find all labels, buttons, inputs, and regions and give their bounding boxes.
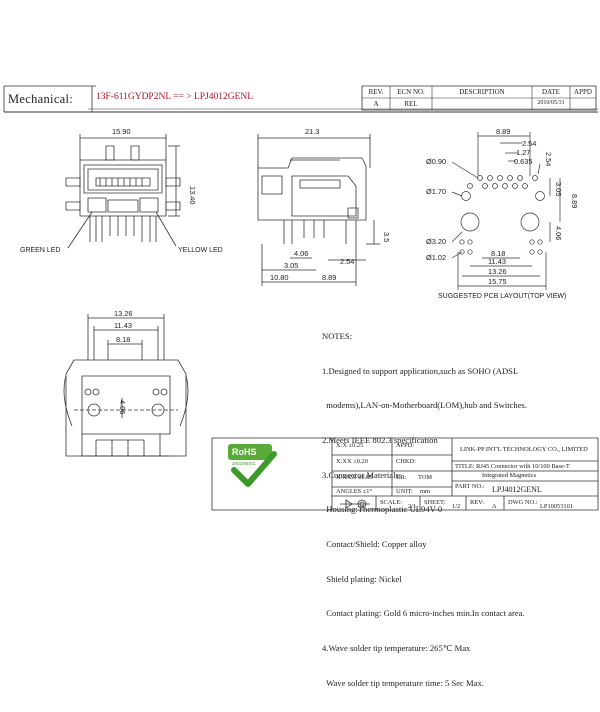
bottom-view-drawing: 13.26 11.43 8.18 4.06 (0, 309, 600, 600)
front-width-dim: 15.90 (112, 127, 131, 136)
pcb-dim-right-8-89: 8.89 (570, 194, 579, 208)
part-number-mapping: 13F-611GYDP2NL == > LPJ4012GENL (96, 92, 254, 102)
rohs-badge (228, 444, 274, 484)
hole-dia-1-02: Ø1.02 (426, 253, 446, 262)
unit-label: UNIT: (396, 488, 413, 495)
pcb-dim-2-54: 2.54 (522, 139, 536, 148)
scale-value: 2/1 (408, 503, 417, 510)
title-line-2: Integrated Magnetics (482, 472, 537, 479)
chkd-label: CHKD: (396, 458, 416, 465)
dwg-no-label: DWG NO.: (508, 499, 538, 506)
tolerance-x: X:X ±0.25 (336, 442, 364, 449)
part-no-value: LPJ4012GENL (492, 485, 542, 494)
appd-col-header: APPD (574, 88, 592, 96)
ecn-col-header: ECN NO. (397, 88, 425, 96)
side-view-drawing: 21.3 3.5 4.06 2.54 3.05 10.80 8.89 (0, 127, 391, 600)
sheet-value: 1/2 (452, 503, 461, 510)
bottom-dim-13-26: 13.26 (114, 309, 133, 318)
yellow-led-label: YELLOW LED (178, 247, 223, 254)
note-line: Shield plating: Nickel (322, 573, 402, 584)
side-dim-3-05: 3.05 (284, 261, 298, 270)
note-line: 4.Wave solder tip temperature: 265℃ Max (322, 642, 471, 653)
note-line: 2.Meets IEEE 802.3 specification (322, 435, 438, 446)
pcb-dim-4-06: 4.06 (554, 226, 563, 240)
note-line: 1.Designed to support application,such a… (322, 365, 519, 376)
note-line: Wave solder tip temperature time: 5 Sec … (322, 677, 484, 688)
tolerance-xxx: X:XXX ±0.05 (336, 474, 373, 481)
side-length-dim: 21.3 (305, 127, 319, 136)
title-block-frame: RoHS 2002/95/EC (0, 0, 600, 600)
note-line: Contact/Shield: Copper alloy (322, 538, 427, 549)
note-line: Housing:Thermoplastic UL94V-0 (322, 504, 443, 515)
dr-label: DR: (396, 474, 407, 481)
dwg-no-value: LP10053101 (540, 503, 574, 510)
pcb-dim-0-635: 0.635 (514, 157, 533, 166)
note-line: 3.Connector Materials: (322, 469, 402, 480)
pcb-dim-8-18: 8.18 (491, 249, 505, 258)
side-dim-3-5: 3.5 (382, 232, 391, 242)
pcb-layout-drawing: 8.89 2.54 1.27 0.635 2.54 3.05 8.89 4.06… (426, 127, 579, 300)
rohs-badge-sub: 2002/95/EC (232, 461, 257, 466)
rohs-badge-text: RoHS (232, 447, 257, 457)
side-dim-8-89: 8.89 (322, 273, 336, 282)
pcb-dim-top-8-89: 8.89 (496, 127, 510, 136)
front-height-dim: 13.40 (188, 186, 197, 205)
drawing-sheet: Mechanical: 13F-611GYDP2NL == > LPJ4012G… (0, 0, 600, 688)
rev-value-block: A (492, 503, 497, 510)
notes-heading: NOTES: (322, 331, 353, 342)
green-led-label: GREEN LED (20, 247, 60, 254)
hole-dia-1-70: Ø1.70 (426, 187, 446, 196)
date-col-header: DATE (542, 88, 560, 96)
bottom-dim-11-43: 11.43 (114, 321, 132, 330)
hole-dia-0-90: Ø0.90 (426, 157, 446, 166)
mechanical-label: Mechanical: (8, 92, 74, 106)
pcb-dim-3-05: 3.05 (554, 182, 563, 196)
side-dim-2-54: 2.54 (340, 257, 354, 266)
dr-value: TOM (418, 474, 433, 481)
appd-label: APPD: (396, 442, 415, 449)
side-dim-10-80: 10.80 (270, 273, 289, 282)
scale-label: SCALE: (380, 499, 403, 506)
date-value: 2010/05/31 (537, 100, 565, 106)
company-name: LINK-PP INT'L TECHNOLOGY CO., LIMITED (460, 446, 588, 453)
pcb-layout-caption: SUGGESTED PCB LAYOUT(TOP VIEW) (438, 293, 566, 300)
rev-value: A (373, 100, 379, 108)
part-no-label: PART NO.: (455, 483, 485, 490)
title-line-1: TITLE: RJ45 Connector with 10/100 Base-T (455, 463, 570, 470)
rev-col-header: REV. (368, 88, 384, 96)
note-line: modems),LAN-on-Motherboard(LOM),hub and … (322, 400, 528, 411)
pcb-dim-11-43: 11.43 (488, 257, 506, 266)
pcb-dim-1-27: 1.27 (516, 148, 530, 157)
header-frame (0, 0, 600, 600)
pcb-dim-13-26: 13.26 (488, 267, 507, 276)
pcb-dim-right-2-54: 2.54 (544, 152, 553, 166)
hole-dia-3-20: Ø3.20 (426, 237, 446, 246)
side-dim-4-06: 4.06 (294, 249, 308, 258)
note-line: Contact plating: Gold 6 micro-inches min… (322, 608, 525, 619)
sheet-label: SHEET: (424, 499, 446, 506)
unit-value: mm (420, 488, 430, 495)
tolerance-angles: ANGLES ±1° (336, 488, 373, 495)
bottom-dim-8-18: 8.18 (116, 335, 130, 344)
ecn-value: REL (404, 100, 418, 108)
front-view-drawing: 15.90 13.40 GREEN LED YELLOW LED (20, 127, 223, 254)
description-col-header: DESCRIPTION (459, 88, 505, 96)
bottom-dim-4-06: 4.06 (118, 400, 127, 414)
tolerance-xx: X:XX ±0.20 (336, 458, 368, 465)
pcb-dim-15-75: 15.75 (488, 277, 507, 286)
rev-label: REV: (470, 499, 485, 506)
